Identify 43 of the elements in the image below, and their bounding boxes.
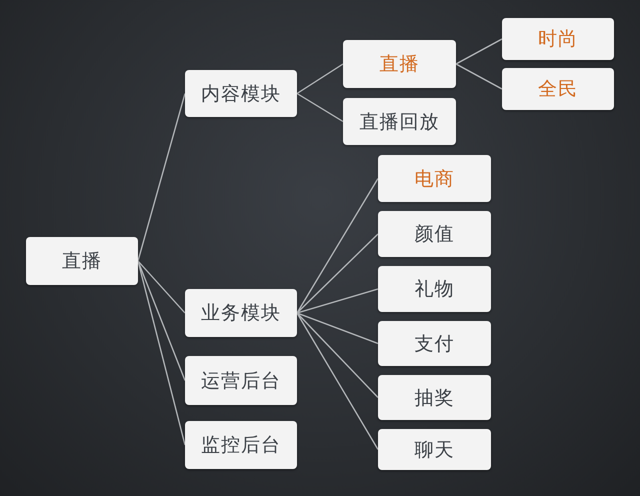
connector-line [137, 260, 186, 381]
topic-box [502, 18, 614, 60]
topic-box [343, 98, 456, 145]
topic-label: 业务模块 [201, 301, 281, 326]
topic-label: 直播回放 [360, 110, 440, 134]
topic-label: 监控后台 [201, 433, 281, 458]
topic-box [502, 68, 614, 110]
topic-box [378, 429, 491, 470]
connector-line [137, 93, 186, 262]
topic-box [378, 321, 491, 366]
topic-label: 电商 [414, 166, 454, 192]
topic-label: 直播 [62, 249, 102, 274]
connector-line [296, 92, 344, 122]
topic-label: 全民 [538, 77, 578, 102]
topic-box [378, 155, 491, 202]
connector-line [296, 312, 378, 398]
connector-line [296, 312, 379, 450]
topic-label: 抽奖 [414, 386, 454, 410]
connector-line [296, 178, 379, 314]
topic-label: 颜值 [414, 222, 454, 247]
connector-line [296, 234, 378, 314]
topic-box [26, 237, 138, 285]
topic-label: 直播 [380, 52, 420, 77]
topic-box [185, 421, 297, 469]
topic-label: 聊天 [414, 438, 454, 462]
topic-box [185, 70, 297, 117]
connector-line [296, 312, 378, 344]
connector-line [456, 63, 502, 90]
topic-box [185, 356, 297, 405]
topic-box [185, 289, 297, 337]
topic-box [378, 211, 491, 257]
connector-line [296, 63, 344, 94]
connector-line [138, 260, 186, 314]
topic-label: 支付 [414, 332, 454, 356]
connector-line [296, 288, 378, 314]
topic-box [378, 375, 491, 420]
topic-label: 时尚 [538, 27, 578, 52]
connector-line [456, 38, 502, 65]
topic-label: 内容模块 [201, 82, 281, 106]
topic-label: 运营后台 [201, 368, 281, 394]
topic-box [378, 266, 491, 312]
topic-box [343, 40, 456, 88]
topic-label: 礼物 [414, 277, 454, 302]
